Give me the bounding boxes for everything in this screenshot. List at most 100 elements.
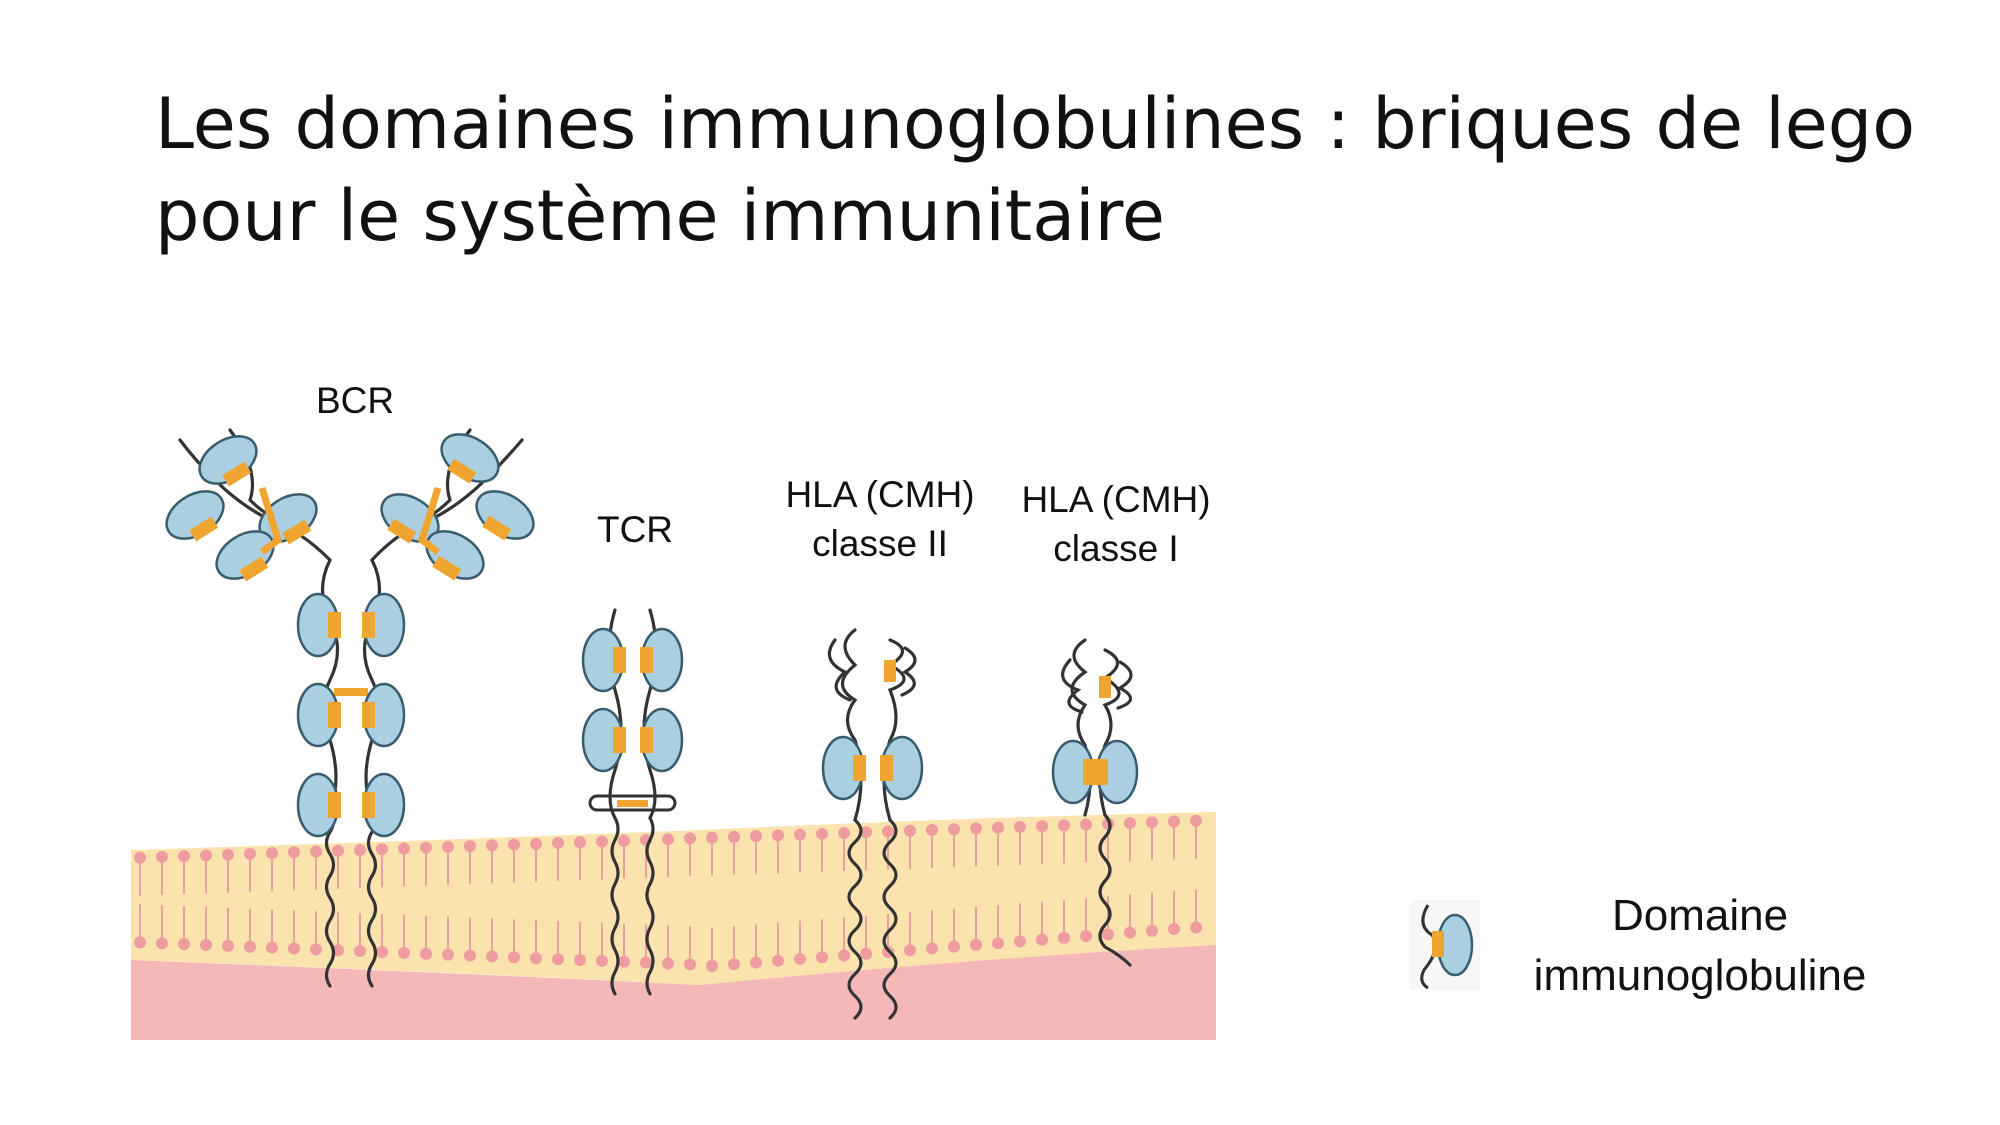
lipid-head — [376, 946, 388, 959]
lipid-head — [178, 938, 190, 951]
lipid-head — [618, 955, 630, 968]
lipid-head — [772, 954, 784, 967]
lipid-head — [970, 938, 982, 951]
lipid-head — [486, 839, 498, 852]
ig-domain — [215, 530, 275, 582]
lipid-head — [706, 960, 718, 973]
page-title: Les domaines immunoglobulines : briques … — [155, 78, 1935, 262]
ig-domain-linker — [362, 612, 375, 638]
lipid-head — [992, 821, 1004, 834]
ig-domain-linker — [640, 727, 653, 753]
lipid-head — [288, 942, 300, 955]
polypeptide-chain — [366, 808, 378, 988]
polypeptide-chain — [1061, 658, 1084, 714]
lipid-head — [1036, 933, 1048, 946]
lipid-head — [354, 945, 366, 958]
lipid-head — [420, 947, 432, 960]
lipid-head — [552, 953, 564, 966]
lipid-head — [662, 957, 674, 970]
ig-domain — [1051, 739, 1096, 805]
ig-domain — [425, 530, 485, 581]
lipid-head — [200, 849, 212, 862]
title-line-2: pour le système immunitaire — [155, 175, 1165, 257]
ig-domain-linker — [853, 755, 866, 781]
ig-domain — [362, 592, 406, 658]
lipid-head — [464, 840, 476, 853]
ig-domain-linker — [328, 792, 341, 818]
label-hla-class-ii: HLA (CMH) classe II — [785, 474, 975, 564]
cytoplasm — [131, 940, 1216, 1040]
lipid-head — [288, 846, 300, 859]
ig-domain-linker — [222, 461, 252, 487]
cell-membrane — [131, 812, 1216, 985]
ig-domain-linker — [1083, 759, 1096, 785]
legend-label: Domaine immunoglobuline — [1533, 891, 1867, 1000]
ig-domain-linker — [640, 647, 653, 673]
polypeptide-chain — [610, 816, 620, 996]
label-tcr: TCR — [596, 509, 674, 550]
lipid-head — [398, 946, 410, 959]
lipid-head — [156, 850, 168, 863]
lipid-head — [1036, 820, 1048, 833]
ig-domain — [198, 435, 258, 487]
lipid-head — [266, 847, 278, 860]
lipid-head — [948, 823, 960, 836]
ig-domain — [581, 627, 626, 693]
ig-linker — [1099, 676, 1111, 698]
lipid-head — [772, 829, 784, 842]
lipid-head — [992, 937, 1004, 950]
lipid-head — [244, 847, 256, 860]
lipid-head — [310, 943, 322, 956]
lipid-head — [948, 940, 960, 953]
lipid-head — [728, 958, 740, 971]
lipid-head — [860, 826, 872, 839]
ig-domain-linker — [189, 516, 219, 542]
lipid-heads — [134, 814, 1202, 973]
lipid-head — [1190, 814, 1202, 827]
lipid-head — [618, 834, 630, 847]
lipid-head — [464, 949, 476, 962]
polypeptide-chain — [882, 818, 898, 1020]
ig-domain-linker — [1095, 759, 1108, 785]
hinge-linker — [417, 486, 442, 555]
ig-domain — [296, 772, 341, 838]
lipid-head — [530, 837, 542, 850]
lipid-head — [222, 848, 234, 861]
lipid-head — [222, 939, 234, 952]
lipid-head — [816, 827, 828, 840]
ig-domain — [821, 735, 866, 801]
ig-domain — [1095, 739, 1139, 805]
lipid-head — [486, 950, 498, 963]
lipid-head — [442, 948, 454, 961]
lipid-head — [860, 947, 872, 960]
lipid-head — [838, 949, 850, 962]
ig-domain — [440, 433, 500, 484]
ig-domain — [880, 735, 924, 801]
lipid-head — [1124, 926, 1136, 939]
lipid-head — [266, 941, 278, 954]
lipid-head — [420, 841, 432, 854]
lipid-head — [1190, 921, 1202, 934]
lipid-head — [178, 850, 190, 863]
polypeptide-chain — [324, 808, 336, 988]
lipid-head — [684, 832, 696, 845]
ig-domain — [165, 490, 225, 542]
ig-domain-linker — [432, 555, 462, 581]
ig-domain-linker — [613, 647, 626, 673]
ig-domain — [640, 627, 684, 693]
ig-domain-linker — [387, 518, 417, 544]
lipid-head — [1014, 820, 1026, 833]
lipid-head — [1146, 924, 1158, 937]
lipid-head — [750, 956, 762, 969]
lipid-head — [640, 956, 652, 969]
lipid-head — [662, 833, 674, 846]
lipid-head — [310, 845, 322, 858]
ig-domain-linker — [482, 515, 512, 541]
lipid-head — [882, 825, 894, 838]
ig-domain — [362, 772, 406, 838]
title-line-1: Les domaines immunoglobulines : briques … — [155, 83, 1916, 165]
ig-domain-linker — [880, 755, 893, 781]
lipid-head — [244, 940, 256, 953]
lipid-head — [134, 851, 146, 864]
